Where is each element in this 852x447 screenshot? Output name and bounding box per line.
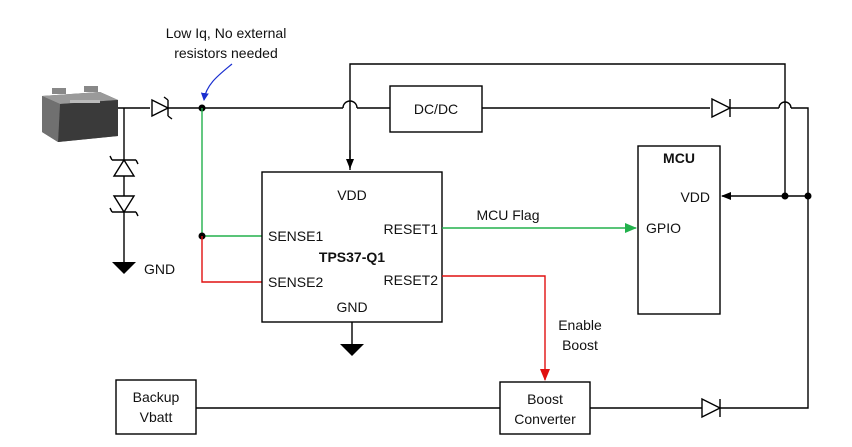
ic-reset1-pin: RESET1 bbox=[384, 221, 439, 237]
ground-label-left: GND bbox=[144, 261, 175, 277]
ic-reset2-pin: RESET2 bbox=[384, 272, 439, 288]
mcu-flag-label: MCU Flag bbox=[476, 207, 539, 223]
enable-label-line2: Boost bbox=[562, 337, 598, 353]
sense2-wire bbox=[201, 236, 262, 283]
ic-ground-icon bbox=[340, 344, 364, 356]
enable-boost-wire bbox=[442, 275, 550, 381]
annotation-arrow bbox=[200, 63, 233, 101]
top-loop-wire bbox=[349, 63, 786, 196]
backup-label-line2: Vbatt bbox=[140, 409, 173, 425]
mcu-gpio-pin: GPIO bbox=[646, 220, 681, 236]
tps37-ic-block bbox=[261, 171, 443, 323]
mcu-vdd-pin: VDD bbox=[680, 189, 710, 205]
backup-label-line1: Backup bbox=[133, 389, 180, 405]
ic-vdd-pin: VDD bbox=[337, 187, 367, 203]
tvs-diode-stack-icon bbox=[109, 108, 139, 274]
right-rail-wire bbox=[791, 107, 809, 196]
backup-diode-icon bbox=[701, 397, 722, 419]
mcu-block bbox=[637, 145, 721, 315]
boost-label-line2: Converter bbox=[514, 411, 576, 427]
annotation-line1: Low Iq, No external bbox=[166, 25, 287, 41]
annotation-line2: resistors needed bbox=[174, 45, 278, 61]
enable-label-line1: Enable bbox=[558, 317, 602, 333]
ic-gnd-pin: GND bbox=[336, 299, 367, 315]
mcu-title: MCU bbox=[663, 150, 695, 166]
dcdc-output-diode-icon bbox=[711, 97, 732, 119]
boost-label-line1: Boost bbox=[527, 391, 563, 407]
ic-part-name: TPS37-Q1 bbox=[319, 249, 385, 265]
junction-dot-mcu-1 bbox=[781, 192, 789, 200]
ic-sense1-pin: SENSE1 bbox=[268, 228, 323, 244]
backup-vbatt-block bbox=[115, 379, 197, 435]
backup-rail-wire bbox=[730, 196, 809, 409]
sense1-wire bbox=[201, 108, 262, 237]
car-battery-icon bbox=[42, 86, 118, 142]
ic-sense2-pin: SENSE2 bbox=[268, 274, 323, 290]
boost-converter-block bbox=[499, 381, 591, 435]
input-diode-icon bbox=[151, 96, 173, 120]
dcdc-block bbox=[389, 85, 483, 133]
dcdc-label: DC/DC bbox=[414, 101, 458, 117]
